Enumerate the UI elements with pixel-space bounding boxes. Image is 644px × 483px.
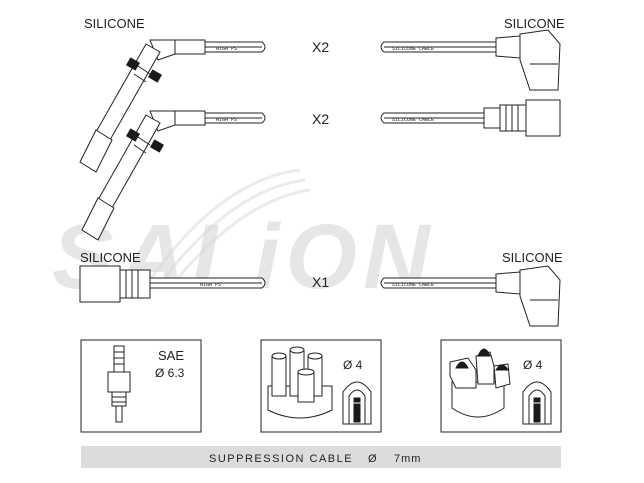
distributor-cap-icon-2 <box>449 348 511 418</box>
distributor-2-diameter: Ø 4 <box>523 358 543 372</box>
print-silicone-cable-3: SILICONE CABLE <box>392 282 434 288</box>
watermark-swoosh <box>148 168 311 289</box>
suppression-cable-label: SUPPRESSION CABLE <box>209 453 353 465</box>
cable-row-2-left: HIGH PS <box>81 110 266 241</box>
quantity-row-1: X2 <box>312 39 329 55</box>
spark-plug-icon <box>107 345 131 423</box>
quantity-row-2: X2 <box>312 111 329 127</box>
print-silicone-cable-1: SILICONE CABLE <box>392 46 434 52</box>
cable-row-3-left: HIGH PS <box>79 265 266 303</box>
distributor-cap-box-1: Ø 4 <box>260 339 382 433</box>
plug-standard: SAE <box>158 348 184 363</box>
label-silicone-bottom-left: SILICONE <box>80 250 141 265</box>
plug-diameter: Ø 6.3 <box>155 366 185 380</box>
cable-row-2-right: SILICONE CABLE <box>380 99 561 137</box>
cable-size: 7mm <box>394 453 421 465</box>
diameter-symbol: Ø <box>368 453 377 465</box>
quantity-row-3: X1 <box>312 274 329 290</box>
distributor-cap-box-2: Ø 4 <box>440 339 562 433</box>
distributor-cap-icon-1 <box>267 346 333 419</box>
print-high-ps-3: HIGH PS <box>200 282 221 288</box>
terminal-icon-1 <box>342 381 372 425</box>
terminal-icon-2 <box>522 381 552 425</box>
suppression-cable-band: SUPPRESSION CABLE Ø 7mm <box>81 446 561 468</box>
cable-row-3-right: SILICONE CABLE <box>380 265 561 327</box>
print-silicone-cable-2: SILICONE CABLE <box>392 117 434 123</box>
label-silicone-top-left: SILICONE <box>84 16 145 31</box>
cable-row-1-right: SILICONE CABLE <box>380 29 561 91</box>
label-silicone-top-right: SILICONE <box>504 16 565 31</box>
cable-row-1-left: HIGH PS <box>79 39 266 173</box>
label-silicone-bottom-right: SILICONE <box>502 250 563 265</box>
distributor-1-diameter: Ø 4 <box>343 358 363 372</box>
print-high-ps-2: HIGH PS <box>216 117 237 123</box>
spark-plug-box: SAE Ø 6.3 <box>80 339 202 433</box>
print-high-ps-1: HIGH PS <box>216 46 237 52</box>
